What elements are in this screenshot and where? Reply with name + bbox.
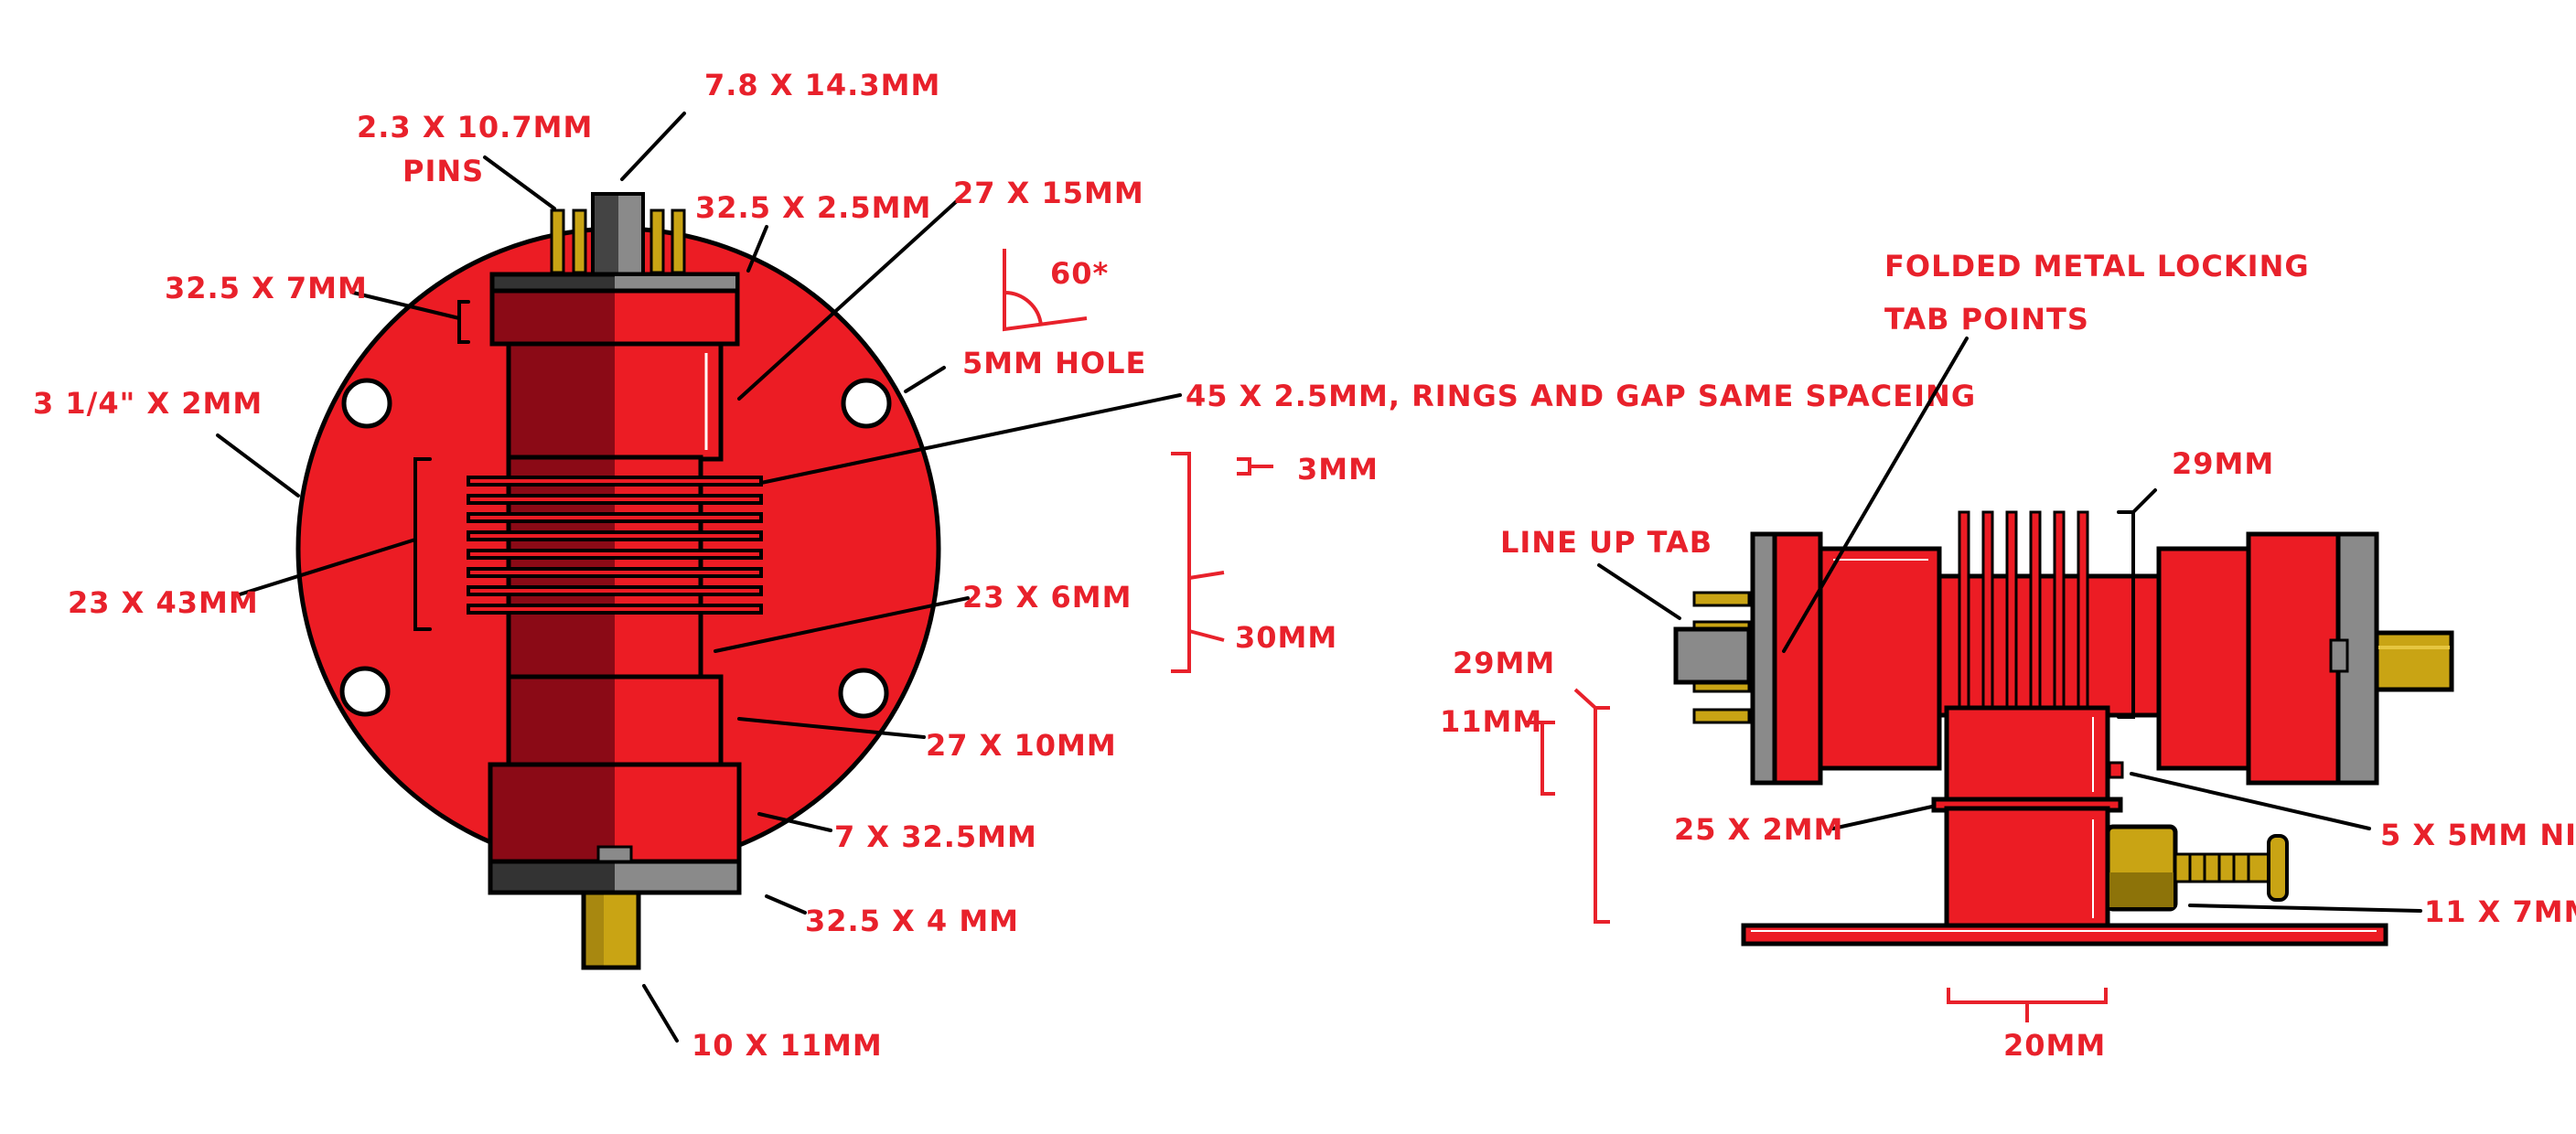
ring-height-bracket <box>2117 510 2135 719</box>
side-leaders <box>1524 337 2422 913</box>
label-nib: 5 X 5MM NIB <box>2380 818 2576 852</box>
mount-height-bracket <box>1594 706 1610 924</box>
mount-upper <box>1944 705 2110 804</box>
label-line-up-tab: LINE UP TAB <box>1500 525 1712 560</box>
label-base-block: 7 X 32.5MM <box>834 819 1037 854</box>
base-width-bracket <box>1947 988 2108 1022</box>
label-pin-size: 2.3 X 10.7MM <box>357 110 593 144</box>
label-top-flange: 32.5 X 2.5MM <box>695 190 931 225</box>
stack-height-bracket <box>1171 452 1191 673</box>
label-hole: 5MM HOLE <box>962 346 1146 380</box>
label-locking-tab-1: FOLDED METAL LOCKING <box>1884 249 2310 284</box>
label-bottom-plate: 32.5 X 4 MM <box>805 904 1019 938</box>
label-lower-body: 27 X 10MM <box>926 728 1117 763</box>
label-locking-tab-2: TAB POINTS <box>1884 302 2089 337</box>
ring-stack-bracket <box>413 457 432 631</box>
left-cap <box>1772 531 1823 786</box>
label-top-cap: 32.5 X 7MM <box>165 271 368 305</box>
mounting-hole-icon <box>838 668 889 719</box>
label-key-size: 7.8 X 14.3MM <box>704 68 940 102</box>
base-plate <box>1741 923 2388 947</box>
mounting-hole-icon <box>841 378 892 429</box>
label-mount-step: 11MM <box>1440 704 1542 739</box>
mounting-hole-icon <box>339 666 391 717</box>
mount-step-bracket <box>1540 721 1555 796</box>
label-upper-body: 27 X 15MM <box>953 176 1144 210</box>
label-angle: 60* <box>1050 256 1109 291</box>
right-body <box>2156 546 2253 771</box>
label-stack-height: 30MM <box>1235 620 1337 655</box>
label-base-width: 20MM <box>2003 1028 2106 1063</box>
label-pins: PINS <box>402 154 484 188</box>
connector-pins <box>550 209 686 274</box>
label-ring-stack: 23 X 43MM <box>68 585 259 620</box>
label-rings: 45 X 2.5MM, RINGS AND GAP SAME SPACEING <box>1186 379 1976 413</box>
output-shaft <box>2374 630 2454 692</box>
label-ring-gap: 3MM <box>1297 452 1379 487</box>
mounting-hole-icon <box>341 378 392 429</box>
mount-lower <box>1944 806 2110 928</box>
label-screw: 11 X 7MM <box>2424 894 2576 929</box>
side-view: FOLDED METAL LOCKING TAB POINTS 29MM LIN… <box>1440 249 2576 1063</box>
angle-icon <box>1003 249 1088 332</box>
side-core <box>1937 573 2162 718</box>
front-view: 2.3 X 10.7MM PINS 7.8 X 14.3MM 32.5 X 2.… <box>33 68 1976 1063</box>
ring-gap-bracket <box>1237 457 1273 476</box>
screw-head <box>2267 834 2289 902</box>
label-core: 23 X 6MM <box>962 580 1132 615</box>
label-mount-height: 29MM <box>1453 646 1555 680</box>
front-leaders <box>216 112 1225 1043</box>
top-cap-bracket <box>457 300 470 344</box>
right-cap <box>2246 531 2343 786</box>
label-collar: 25 X 2MM <box>1674 812 1843 847</box>
slip-rings <box>467 476 763 615</box>
line-up-tab <box>1673 626 1752 685</box>
label-shaft: 10 X 11MM <box>692 1028 883 1063</box>
nib <box>2108 761 2124 779</box>
label-disc: 3 1/4" X 2MM <box>33 386 263 421</box>
left-body <box>1818 546 1942 771</box>
label-ring-height: 29MM <box>2172 446 2274 481</box>
